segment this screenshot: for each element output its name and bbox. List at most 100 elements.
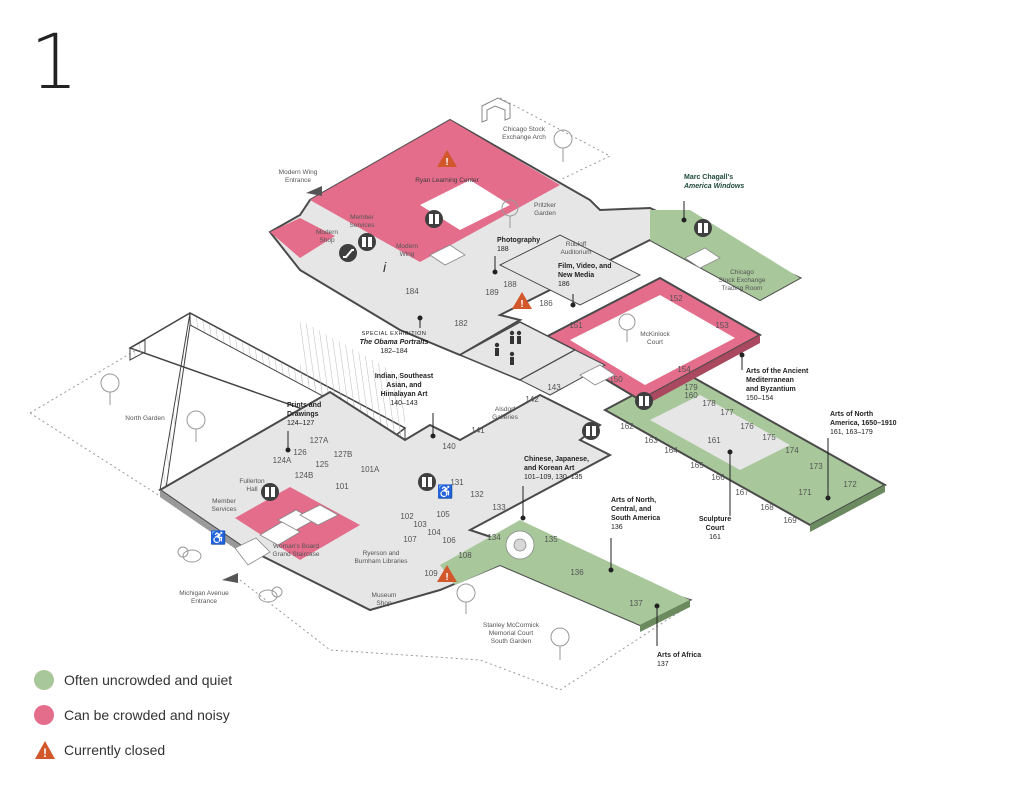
corridor: [458, 321, 607, 396]
staircases: [234, 244, 721, 566]
room-162: 162: [620, 422, 634, 431]
entrance-arrow-icon: [306, 186, 322, 196]
room-189: 189: [485, 288, 499, 297]
legend-closed: ! Currently closed: [34, 739, 165, 761]
closed-warning-icon: !: [437, 565, 457, 583]
tree-icon: [553, 129, 573, 162]
stock-exchange-arch: [481, 97, 511, 123]
tree-icon: [100, 373, 120, 405]
tree-icon: [618, 313, 636, 342]
room-143: 143: [547, 383, 561, 392]
room-167: 167: [735, 488, 749, 497]
room-101: 101: [335, 482, 349, 491]
room-132: 132: [470, 490, 484, 499]
elevator-icon: [358, 233, 376, 251]
legend-label: Often uncrowded and quiet: [64, 672, 233, 688]
accessibility-icon: ♿: [437, 484, 453, 499]
elevator-icon: [582, 422, 600, 440]
elevator-icon: [635, 392, 653, 410]
room-153: 153: [715, 321, 729, 330]
room-179: 179: [684, 383, 698, 392]
east-wing: [602, 368, 888, 532]
elevator-icon: [694, 219, 712, 237]
entrance-arrows: [222, 186, 322, 583]
closed-warning-icons: ! ! !: [437, 150, 532, 583]
room-177: 177: [720, 408, 734, 417]
room-124B: 124B: [295, 471, 314, 480]
room-106: 106: [442, 536, 456, 545]
room-101A: 101A: [361, 465, 380, 474]
svg-text:!: !: [520, 299, 523, 310]
elevator-icon: [418, 473, 436, 491]
room-178: 178: [702, 399, 716, 408]
room-160: 160: [684, 391, 698, 400]
room-numbers: 184 189 188 186 182 152 151 153 154 150 …: [273, 280, 858, 608]
room-103: 103: [413, 520, 427, 529]
room-172: 172: [843, 480, 857, 489]
room-140: 140: [442, 442, 456, 451]
leader-lines: [285, 201, 831, 646]
legend-item-closed: ! Currently closed: [34, 739, 165, 761]
lion-icon: [258, 586, 283, 603]
room-163: 163: [644, 436, 658, 445]
tree-icon: [456, 583, 476, 614]
info-icon: i: [383, 259, 387, 275]
room-188: 188: [503, 280, 517, 289]
room-137: 137: [629, 599, 643, 608]
room-105: 105: [436, 510, 450, 519]
room-171: 171: [798, 488, 812, 497]
upper-building: [268, 118, 803, 357]
svg-text:!: !: [43, 746, 47, 760]
room-161: 161: [707, 436, 721, 445]
room-127B: 127B: [334, 450, 353, 459]
tree-icon: [186, 410, 206, 442]
tree-icon: [501, 199, 519, 228]
room-127A: 127A: [310, 436, 329, 445]
room-152: 152: [669, 294, 683, 303]
elevator-icon: [261, 483, 279, 501]
elevator-icons: [261, 210, 712, 501]
legend: Often uncrowded and quiet: [34, 669, 232, 691]
lower-building: [158, 390, 693, 632]
restroom-icon: [494, 330, 522, 365]
room-124A: 124A: [273, 456, 292, 465]
room-165: 165: [690, 461, 704, 470]
room-186: 186: [539, 299, 553, 308]
legend-item-quiet: Often uncrowded and quiet: [34, 669, 232, 691]
room-131: 131: [450, 478, 464, 487]
svg-text:!: !: [445, 572, 448, 583]
room-102: 102: [400, 512, 414, 521]
accessibility-icon: ♿: [210, 530, 226, 545]
elevator-icon: [425, 210, 443, 228]
svg-text:!: !: [445, 157, 448, 168]
floor-number: 1: [30, 17, 79, 106]
escalator-icon: [339, 244, 357, 262]
legend-crowded: Can be crowded and noisy: [34, 704, 230, 726]
room-126: 126: [293, 448, 307, 457]
legend-label: Currently closed: [64, 742, 166, 758]
closed-warning-icon: !: [437, 150, 457, 168]
